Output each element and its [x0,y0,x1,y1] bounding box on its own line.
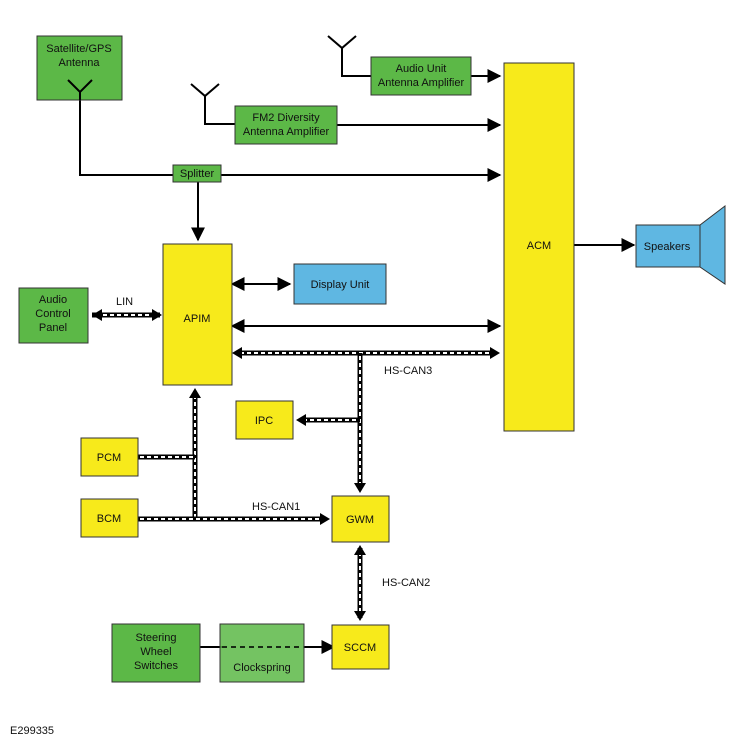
block-label: Audio Unit [396,63,447,75]
display-unit-block: Display Unit [293,263,387,305]
block-label: Antenna Amplifier [243,126,330,138]
figure-id: E299335 [10,725,54,737]
block-label: Satellite/GPS [46,43,111,55]
bus-arrowheads [92,309,500,621]
block-label: Panel [39,322,67,334]
block-label: APIM [184,313,211,325]
lin-bus-label: LIN [116,296,133,308]
block-label: Switches [134,660,179,672]
antenna-icon [327,35,357,50]
sccm-block: SCCM [331,624,390,670]
gwm-block: GWM [331,495,390,543]
block-label: IPC [255,415,273,427]
fm2-diversity-antenna-amplifier-block: FM2 Diversity Antenna Amplifier [234,105,338,145]
apim-block: APIM [162,243,233,386]
block-label: Wheel [140,646,171,658]
block-label: Speakers [644,241,691,253]
ipc-block: IPC [235,400,294,440]
splitter-block: Splitter [172,164,222,183]
block-label: PCM [97,452,121,464]
block-label: Steering [136,632,177,644]
acm-block: ACM [503,62,575,432]
block-label: Clockspring [233,662,290,674]
antenna-icon [67,79,93,100]
clockspring-block: Clockspring [219,623,305,683]
block-label: BCM [97,513,121,525]
block-label: Splitter [180,168,215,180]
antenna-icon [190,83,220,98]
block-label: Control [35,308,70,320]
block-label: ACM [527,240,551,252]
block-label: Display Unit [311,279,370,291]
speaker-cone-icon [699,204,726,285]
gps-to-acm-wire [79,92,502,182]
block-label: FM2 Diversity [252,112,320,124]
satellite-gps-antenna-block: Satellite/GPS Antenna [36,35,123,101]
block-label: SCCM [344,642,376,654]
block-label: Audio [39,294,67,306]
bcm-block: BCM [80,498,139,538]
fm2-antenna-wire [204,96,236,125]
network-buses [92,312,496,618]
speakers-block: Speakers [635,204,726,285]
hs-can3-bus-label: HS-CAN3 [384,365,432,377]
block-label: GWM [346,514,374,526]
pcm-block: PCM [80,437,139,477]
block-label: Antenna [59,57,101,69]
block-label: Antenna Amplifier [378,77,465,89]
audio-control-panel-block: Audio Control Panel [18,287,89,344]
hs-can2-bus-label: HS-CAN2 [382,577,430,589]
hs-can1-bus-label: HS-CAN1 [252,501,300,513]
audio-unit-antenna-amplifier-block: Audio Unit Antenna Amplifier [370,56,472,96]
steering-wheel-switches-block: Steering Wheel Switches [111,623,201,683]
audio-antenna-wire [341,48,372,77]
